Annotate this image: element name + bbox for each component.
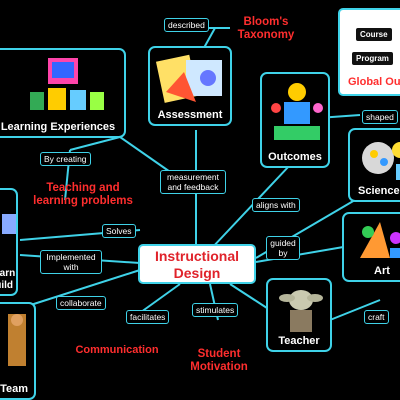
- teaching-problems-label: Teaching and learning problems: [33, 182, 133, 207]
- guided-by-text: guided by: [270, 238, 296, 258]
- learning-experiences-icon: [30, 58, 104, 110]
- blooms-taxonomy-label: Bloom's Taxonomy: [237, 16, 295, 41]
- outcomes-label: Outcomes: [268, 151, 322, 163]
- assessment-node: Assessment: [148, 46, 232, 126]
- assessment-icon: [156, 54, 222, 103]
- learn-build-node: Learn Build: [0, 188, 18, 296]
- center-line-2: Design: [173, 265, 221, 281]
- teacher-node: Teacher: [266, 278, 332, 352]
- implemented-with-connector: Implemented with: [40, 250, 102, 274]
- teacher-icon: [279, 290, 323, 332]
- learning-experiences-label: Learning Experiences: [0, 121, 116, 133]
- build-label: Build: [0, 280, 13, 291]
- art-label: Art: [374, 265, 390, 277]
- by-creating-connector: By creating: [40, 152, 91, 166]
- center-line-1: Instructional: [154, 248, 239, 264]
- global-outcomes-title: Global Outcomes: [348, 76, 400, 88]
- learn-label: Learn: [0, 268, 16, 279]
- art-node: Art: [342, 212, 400, 282]
- aligns-with-connector: aligns with: [252, 198, 300, 212]
- course-label: Course: [356, 28, 392, 41]
- collaborate-connector: collaborate: [56, 296, 106, 310]
- described-connector: described: [164, 18, 209, 32]
- global-outcomes-box: Course Program Global Outcomes: [338, 8, 400, 96]
- instructional-design-node: Instructional Design: [138, 244, 256, 284]
- outcomes-node: Outcomes: [260, 72, 330, 168]
- solves-connector: Solves: [102, 224, 136, 238]
- measurement-text: measurement and feedback: [167, 172, 219, 192]
- guided-by-connector: guided by: [266, 236, 300, 260]
- teacher-label: Teacher: [278, 335, 320, 347]
- science-icon: [362, 142, 400, 180]
- student-motivation-label: Student Motivation: [190, 348, 248, 373]
- science-label: Science: [358, 185, 400, 197]
- shaped-connector: shaped: [362, 110, 398, 124]
- learning-experiences-node: Learning Experiences: [0, 48, 126, 138]
- facilitates-connector: facilitates: [126, 310, 170, 324]
- science-node: Science: [348, 128, 400, 202]
- art-icon: [360, 222, 400, 258]
- measurement-connector: measurement and feedback: [160, 170, 226, 194]
- team-icon: [8, 314, 26, 366]
- assessment-label: Assessment: [157, 109, 223, 121]
- learn-build-icon: [2, 214, 16, 234]
- implemented-with-text: Implemented with: [46, 252, 96, 272]
- program-label: Program: [352, 52, 393, 65]
- team-label: Team: [0, 383, 28, 395]
- stimulates-connector: stimulates: [192, 303, 239, 317]
- communication-label: Communication: [75, 344, 159, 356]
- craft-connector: craft: [364, 310, 389, 324]
- team-node: Team: [0, 302, 36, 400]
- outcomes-icon: [271, 83, 323, 140]
